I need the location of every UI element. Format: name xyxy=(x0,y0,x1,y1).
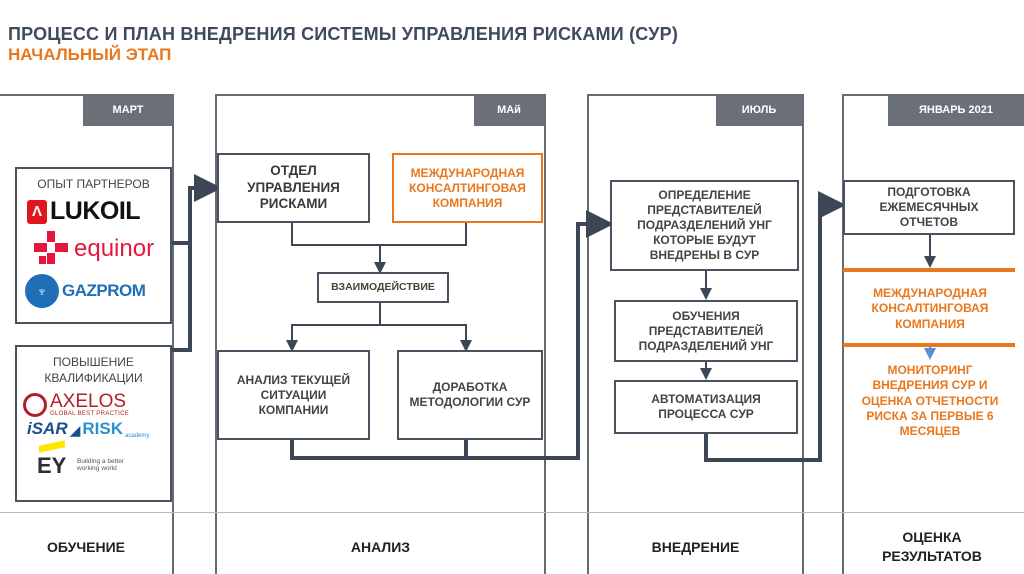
connector-dept-to-interaction xyxy=(291,222,386,274)
page-subtitle: НАЧАЛЬНЫЙ ЭТАП xyxy=(8,45,172,64)
column-implementation-frame xyxy=(587,94,804,574)
lukoil-wordmark: LUKOIL xyxy=(50,197,141,225)
risk-wordmark: RISK xyxy=(82,419,124,439)
monthly-reports-box: ПОДГОТОВКА ЕЖЕМЕСЯЧНЫХ ОТЧЕТОВ xyxy=(843,180,1015,235)
arrow-training-to-analysis xyxy=(172,174,222,245)
axelos-ring-icon xyxy=(23,392,47,417)
interaction-box: ВЗАИМОДЕЙСТВИЕ xyxy=(317,272,449,303)
axelos-tagline: GLOBAL BEST PRACTICE xyxy=(50,411,130,418)
isar-wordmark: iSAR xyxy=(27,419,68,439)
page-title: ПРОЦЕСС И ПЛАН ВНЕДРЕНИЯ СИСТЕМЫ УПРАВЛЕ… xyxy=(8,24,679,44)
phase-training: ОБУЧЕНИЕ xyxy=(47,539,125,555)
phase-analysis: АНАЛИЗ xyxy=(350,539,411,555)
risk-department-box: ОТДЕЛ УПРАВЛЕНИЯ РИСКАМИ xyxy=(217,153,370,223)
partners-label: ОПЫТ ПАРТНЕРОВ xyxy=(37,177,150,191)
risk-academy-label: academy xyxy=(125,433,150,440)
lukoil-drop-icon: Ʌ xyxy=(27,199,47,224)
gazprom-logo: ♆ GAZPROM xyxy=(25,274,170,308)
tag-may: МАй xyxy=(474,96,544,126)
gazprom-wordmark: GAZPROM xyxy=(62,281,146,300)
consulting-top-bar xyxy=(843,268,1015,272)
axelos-wordmark: AXELOS xyxy=(50,391,127,413)
tag-july: ИЮЛЬ xyxy=(716,96,802,126)
phase-evaluation: ОЦЕНКА РЕЗУЛЬТАТОВ xyxy=(882,529,982,564)
consulting-bottom-bar xyxy=(843,343,1015,347)
monitoring-text: МОНИТОРИНГ ВНЕДРЕНИЯ СУР И ОЦЕНКА ОТЧЕТН… xyxy=(861,363,999,439)
column-training-frame xyxy=(0,94,174,574)
qualification-box: ПОВЫШЕНИЕ КВАЛИФИКАЦИИ AXELOS GLOBAL BES… xyxy=(15,345,172,502)
ey-logo: EY Building a better working world xyxy=(27,440,170,483)
phase-implementation: ВНЕДРЕНИЕ xyxy=(651,539,740,555)
connector-interaction-right xyxy=(380,324,472,352)
column-analysis-frame xyxy=(215,94,546,574)
risk-separator-icon: ◢ xyxy=(69,422,81,439)
arrow-implementation-to-evaluation xyxy=(704,191,846,462)
intl-consulting-box: МЕЖДУНАРОДНАЯ КОНСАЛТИНГОВАЯ КОМПАНИЯ xyxy=(392,153,543,223)
define-representatives-box: ОПРЕДЕЛЕНИЕ ПРЕДСТАВИТЕЛЕЙ ПОДРАЗДЕЛЕНИЙ… xyxy=(610,180,799,271)
partners-box: ОПЫТ ПАРТНЕРОВ Ʌ LUKOIL equinor ♆ GAZPRO… xyxy=(15,167,172,324)
ey-wordmark: EY xyxy=(37,453,67,479)
connector-interaction-branches xyxy=(286,302,381,352)
arrow-analysis-to-implementation xyxy=(290,210,614,460)
connector-consulting-to-interaction xyxy=(380,222,467,246)
train-representatives-box: ОБУЧЕНИЯ ПРЕДСТАВИТЕЛЕЙ ПОДРАЗДЕЛЕНИЙ УН… xyxy=(614,300,798,362)
lukoil-logo: Ʌ LUKOIL xyxy=(27,197,170,226)
qualification-label: ПОВЫШЕНИЕ КВАЛИФИКАЦИИ xyxy=(44,355,143,385)
methodology-box: ДОРАБОТКА МЕТОДОЛОГИИ СУР xyxy=(397,350,543,440)
current-analysis-box: АНАЛИЗ ТЕКУЩЕЙ СИТУАЦИИ КОМПАНИИ xyxy=(217,350,370,440)
isar-risk-logo: iSAR ◢ RISK academy xyxy=(27,419,170,439)
ey-beam-icon xyxy=(39,440,65,453)
intl-consulting-eval: МЕЖДУНАРОДНАЯ КОНСАЛТИНГОВАЯ КОМПАНИЯ xyxy=(871,286,989,331)
gazprom-circle-icon: ♆ xyxy=(25,274,59,308)
equinor-wordmark: equinor xyxy=(74,235,155,262)
phase-divider xyxy=(0,512,1024,513)
automation-box: АВТОМАТИЗАЦИЯ ПРОЦЕССА СУР xyxy=(614,380,798,434)
equinor-logo: equinor xyxy=(31,230,170,268)
connector-qualification xyxy=(172,243,192,352)
ey-tagline: Building a better working world xyxy=(77,458,124,473)
equinor-star-icon xyxy=(34,231,68,264)
tag-january-2021: ЯНВАРЬ 2021 xyxy=(888,96,1024,126)
tag-march: МАРТ xyxy=(83,96,173,126)
column-evaluation-frame xyxy=(842,94,1024,574)
axelos-logo: AXELOS GLOBAL BEST PRACTICE xyxy=(23,392,170,417)
